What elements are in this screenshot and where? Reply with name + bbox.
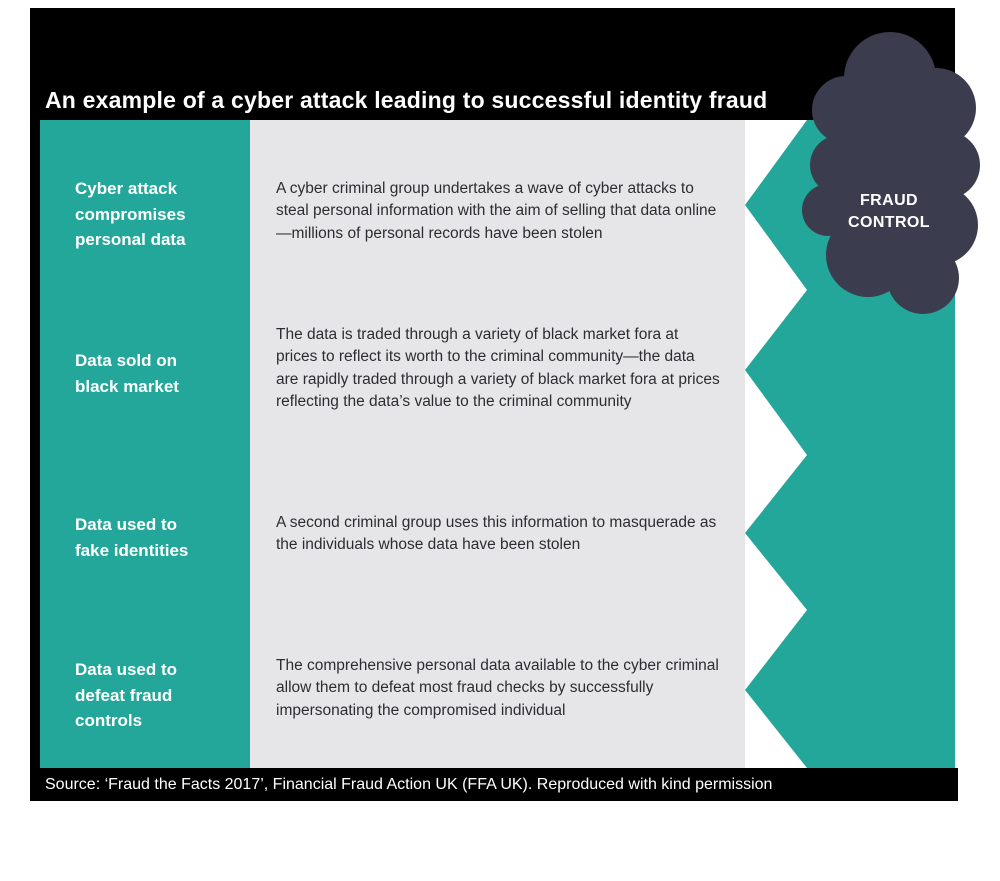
fraud-control-line2: CONTROL bbox=[848, 214, 930, 231]
stage-labels-column: Cyber attack compromises personal data D… bbox=[40, 120, 250, 768]
fraud-control-label: FRAUD CONTROL bbox=[798, 190, 980, 234]
stage-label-data-sold: Data sold on black market bbox=[75, 351, 179, 396]
stage-desc-data-sold: The data is traded through a variety of … bbox=[276, 326, 720, 411]
stage-desc-cyber-attack: A cyber criminal group undertakes a wave… bbox=[276, 180, 717, 242]
stage-label-defeat-controls: Data used to defeat fraud controls bbox=[75, 660, 178, 730]
diagram-body: Cyber attack compromises personal data D… bbox=[40, 120, 955, 768]
figure-header: An example of a cyber attack leading to … bbox=[30, 8, 955, 120]
frame-left-border bbox=[30, 8, 40, 801]
fraud-control-line1: FRAUD bbox=[860, 192, 918, 209]
stage-desc-defeat-controls: The comprehensive personal data availabl… bbox=[276, 657, 719, 719]
figure-footer: Source: ‘Fraud the Facts 2017’, Financia… bbox=[30, 768, 958, 801]
figure-title: An example of a cyber attack leading to … bbox=[45, 87, 768, 113]
cloud-icon bbox=[802, 32, 980, 314]
source-caption: Source: ‘Fraud the Facts 2017’, Financia… bbox=[45, 776, 773, 793]
fraud-control-cloud: FRAUD CONTROL bbox=[798, 30, 980, 315]
stage-descriptions-column: A cyber criminal group undertakes a wave… bbox=[250, 120, 745, 768]
stage-label-fake-identities: Data used to fake identities bbox=[75, 515, 189, 560]
stage-label-cyber-attack: Cyber attack compromises personal data bbox=[75, 179, 186, 249]
stage-desc-fake-identities: A second criminal group uses this inform… bbox=[276, 514, 717, 554]
